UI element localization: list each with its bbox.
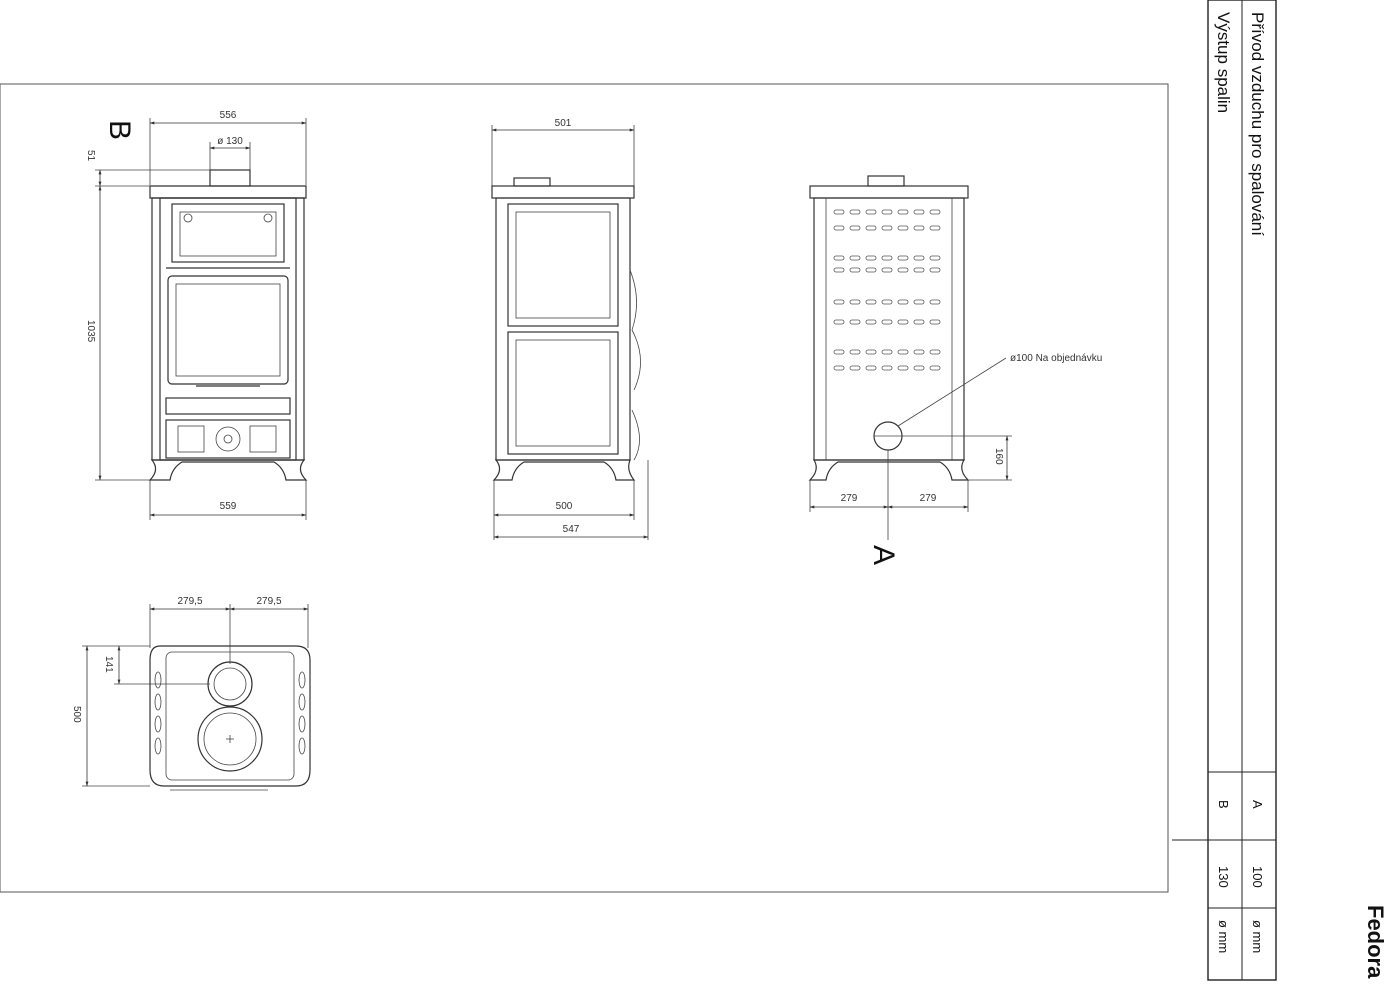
legend-row-2-description: Výstup spalin bbox=[1214, 12, 1233, 113]
rear-left-offset: 279 bbox=[841, 493, 858, 504]
rear-inlet-note: ø100 Na objednávku bbox=[1010, 353, 1102, 364]
front-view: B 556 ø 130 51 1035 bbox=[85, 110, 308, 520]
front-width-top: 556 bbox=[220, 110, 237, 121]
legend-row-1-value: 100 bbox=[1250, 866, 1265, 888]
top-view: 279,5 279,5 141 500 bbox=[71, 596, 311, 791]
brand-name: Fedora bbox=[1363, 905, 1388, 979]
top-flue-collar bbox=[207, 661, 253, 707]
rear-inlet-height: 160 bbox=[993, 448, 1004, 465]
rear-view: ø100 Na objednávku 160 279 279 A bbox=[808, 175, 1102, 565]
top-right-half: 279,5 bbox=[256, 596, 281, 607]
front-width-bottom: 559 bbox=[220, 501, 237, 512]
legend-row-2-value: 130 bbox=[1216, 866, 1231, 888]
top-depth: 500 bbox=[71, 706, 82, 723]
drawing-frame bbox=[0, 83, 1169, 893]
legend-row-1-code: A bbox=[1250, 800, 1265, 809]
legend-table: Přívod vzduchu pro spalování A 100 ø mm … bbox=[1172, 0, 1277, 981]
side-width-base: 500 bbox=[556, 501, 573, 512]
side-depth-total: 547 bbox=[563, 524, 580, 535]
side-view: 501 500 547 bbox=[491, 118, 649, 540]
label-a: A bbox=[867, 545, 900, 565]
legend-row-1-description: Přívod vzduchu pro spalování bbox=[1248, 12, 1267, 236]
front-top-offset: 51 bbox=[85, 150, 96, 162]
legend-row-2-unit: ø mm bbox=[1216, 920, 1231, 953]
top-left-half: 279,5 bbox=[177, 596, 202, 607]
side-width-top: 501 bbox=[555, 118, 572, 129]
rear-vent-slots bbox=[833, 209, 941, 371]
front-flue-diameter: ø 130 bbox=[217, 136, 243, 147]
front-height: 1035 bbox=[85, 320, 96, 343]
legend-row-2-code: B bbox=[1216, 800, 1231, 809]
top-hotplate bbox=[197, 706, 263, 772]
label-b: B bbox=[103, 120, 136, 140]
rear-right-offset: 279 bbox=[920, 493, 937, 504]
legend-row-1-unit: ø mm bbox=[1250, 920, 1265, 953]
top-flue-offset: 141 bbox=[103, 656, 114, 673]
